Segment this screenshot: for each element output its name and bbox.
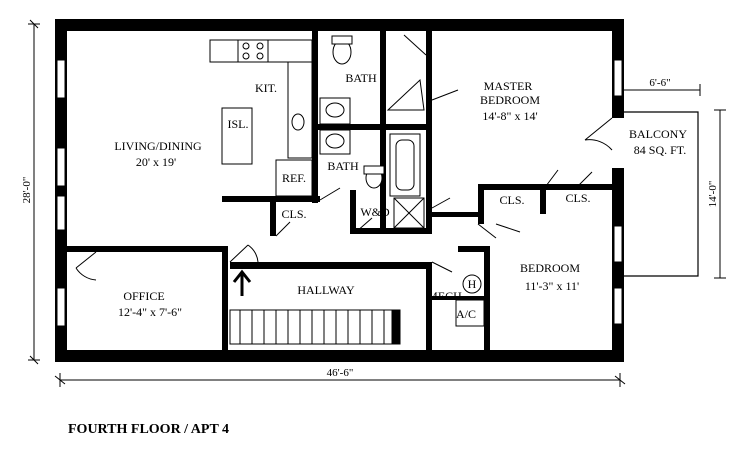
kitchen-fixtures — [209, 39, 313, 197]
master-closet-label: CLS. — [565, 191, 590, 205]
entry-closet-label: CLS. — [281, 207, 306, 221]
island-label: ISL. — [228, 117, 249, 131]
kitchen-island — [221, 107, 253, 165]
doors — [75, 34, 593, 281]
master-bedroom-label-2: BEDROOM — [480, 93, 540, 107]
kitchen-label: KIT. — [255, 81, 277, 95]
mechanical-equipment — [455, 274, 485, 327]
master-bedroom-label: MASTER — [484, 79, 533, 93]
refrigerator-outline — [275, 159, 313, 197]
overall-depth-dimension: 28'-0" — [21, 177, 33, 204]
balcony-door-opening — [612, 118, 624, 168]
office-size: 12'-4" x 7'-6" — [118, 305, 182, 319]
refrigerator-label: REF. — [282, 171, 306, 185]
balcony-door-swing — [584, 117, 613, 151]
heater-unit — [462, 274, 482, 294]
hallway-label: HALLWAY — [297, 283, 355, 297]
bath-fixtures — [319, 35, 425, 229]
mechanical-label: MECH. — [427, 289, 465, 303]
windows — [56, 59, 623, 327]
overall-width-dimension: 46'-6" — [327, 367, 354, 379]
floor-plan-caption: FOURTH FLOOR / APT 4 — [68, 422, 229, 437]
bedroom-size: 11'-3" x 11' — [525, 279, 579, 293]
ac-label: A/C — [456, 307, 476, 321]
lower-bath-label: BATH — [327, 159, 359, 173]
interior-walls — [67, 31, 612, 350]
entry-arrow-icon — [232, 269, 252, 296]
balcony-width-dimension: 6'-6" — [649, 77, 670, 89]
balcony-label: BALCONY — [629, 127, 687, 141]
upper-bath-label: BATH — [345, 71, 377, 85]
bedroom-closet-label: CLS. — [499, 193, 524, 207]
balcony-outline — [624, 111, 699, 277]
office-label: OFFICE — [123, 289, 164, 303]
living-dining-label: LIVING/DINING — [114, 139, 202, 153]
staircase — [229, 269, 401, 345]
balcony-size: 84 SQ. FT. — [634, 143, 686, 157]
living-dining-size: 20' x 19' — [136, 155, 176, 169]
balcony-depth-dimension: 14'-0" — [707, 181, 719, 208]
heater-label: H — [468, 277, 477, 291]
master-bedroom-size: 14'-8" x 14' — [482, 109, 537, 123]
dimension-lines — [28, 19, 726, 387]
washer-dryer-label: W&D — [360, 205, 390, 219]
exterior-walls — [55, 19, 624, 362]
bedroom-label: BEDROOM — [520, 261, 580, 275]
